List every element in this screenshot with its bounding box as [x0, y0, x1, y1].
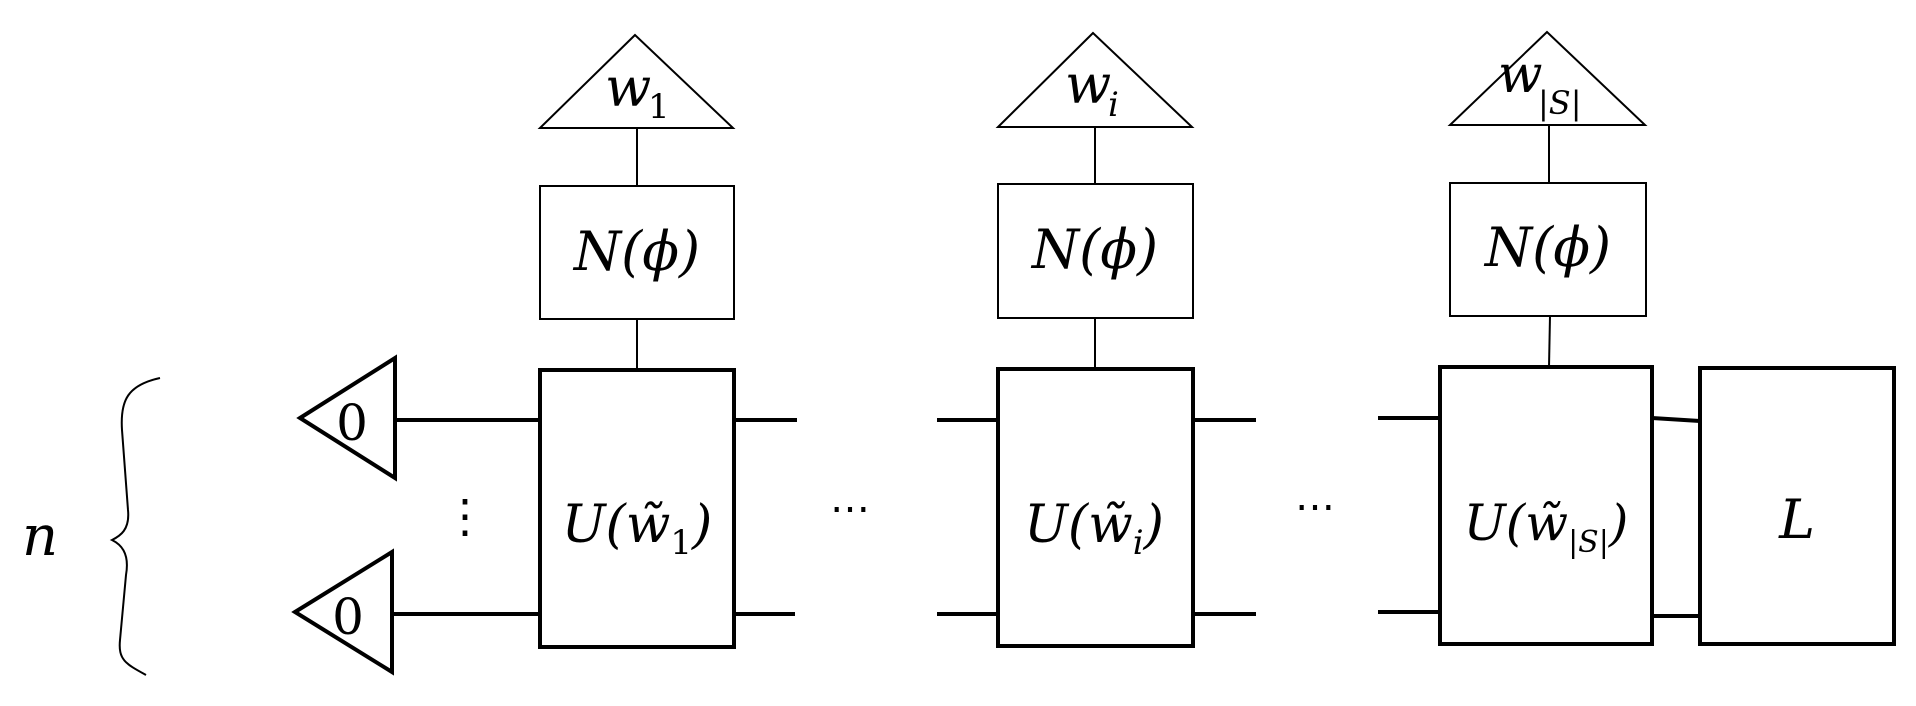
noise-box-i-label: N(ϕ)	[1030, 218, 1158, 281]
noise-box-s	[1449, 182, 1647, 317]
weight-triangle-s	[1447, 30, 1648, 126]
noise-box-s-label: N(ϕ)	[1483, 216, 1611, 279]
horizontal-dots-1: ⋯	[830, 486, 870, 532]
horizontal-dots-2: ⋯	[1295, 484, 1335, 530]
output-wire-s-top	[1651, 416, 1701, 423]
zero-state-bottom-label: 0	[332, 588, 364, 646]
unitary-box-s-label: U(w̃|S|)	[1464, 494, 1629, 560]
unitary-box-1-label: U(w̃1)	[562, 495, 713, 563]
qubit-brace	[109, 377, 161, 676]
unitary-box-s	[1438, 365, 1654, 646]
noise-wire-s	[1548, 315, 1551, 368]
zero-state-top-label: 0	[336, 394, 368, 452]
noise-box-1-label: N(ϕ)	[572, 220, 700, 283]
n-label: n	[22, 504, 58, 569]
weight-i-symbol: w	[1065, 53, 1111, 116]
weight-1-symbol: w	[605, 56, 651, 119]
noise-box-1	[539, 185, 735, 320]
weight-s-subscript: |S|	[1538, 84, 1581, 122]
final-l-label: L	[1778, 488, 1815, 551]
unitary-box-i	[996, 367, 1195, 648]
unitary-box-i-label: U(w̃i)	[1024, 495, 1164, 563]
weight-1-subscript: 1	[648, 87, 670, 127]
vertical-dots: ⋮	[442, 489, 488, 543]
unitary-box-1	[538, 368, 736, 649]
final-l-box	[1698, 366, 1896, 646]
weight-s-symbol: w	[1498, 45, 1543, 105]
weight-i-subscript: i	[1108, 85, 1119, 125]
noise-box-i	[997, 183, 1194, 319]
